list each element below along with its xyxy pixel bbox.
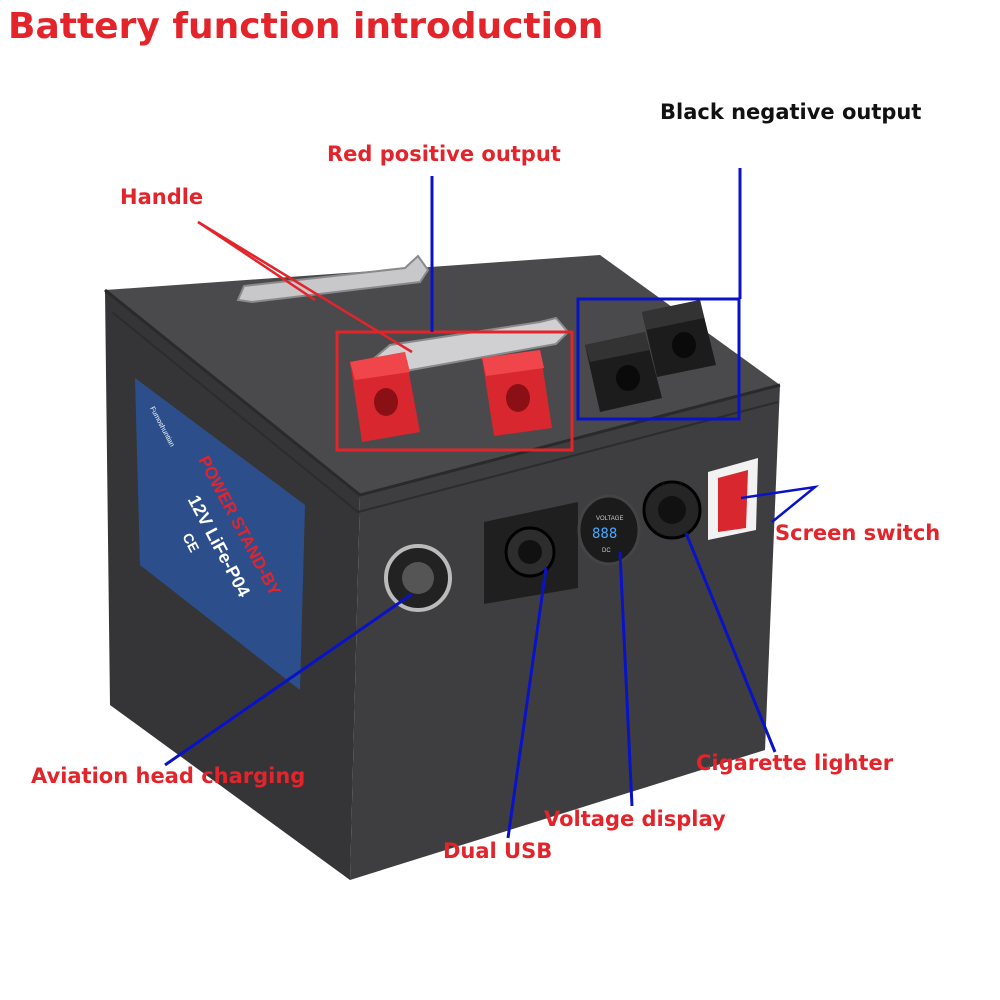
battery-top-face <box>105 255 780 495</box>
leader-cigarette-lighter <box>684 532 777 753</box>
black-terminal-box <box>576 297 741 421</box>
usb-panel <box>484 502 578 604</box>
label-black-negative-output: Black negative output <box>660 100 922 124</box>
leader-aviation-head <box>164 592 413 767</box>
black-terminal-right <box>642 300 716 377</box>
leader-voltage-display <box>618 551 634 807</box>
leader-screen-switch <box>740 485 820 523</box>
voltmeter: VOLTAGE 888 DC <box>577 494 641 566</box>
label-handle: Handle <box>120 185 204 209</box>
voltmeter-top-text: VOLTAGE <box>596 516 623 522</box>
red-terminal-right <box>482 350 552 436</box>
red-terminal-box <box>335 330 574 452</box>
leader-lines <box>164 168 820 839</box>
aviation-connector <box>384 544 452 612</box>
label-screen-switch: Screen switch <box>775 521 941 545</box>
label-cigarette-lighter: Cigarette lighter <box>696 751 894 775</box>
voltmeter-digits: 888 <box>592 526 617 542</box>
cigarette-lighter-socket <box>642 480 702 540</box>
leader-handle-front <box>197 220 413 354</box>
leader-dual-usb <box>506 567 548 839</box>
black-terminal-left <box>585 332 662 412</box>
battery-sticker <box>135 378 305 690</box>
red-terminal-left <box>350 352 420 442</box>
label-dual-usb: Dual USB <box>443 839 553 863</box>
label-voltage-display: Voltage display <box>544 807 726 831</box>
handle-back <box>236 254 430 304</box>
label-aviation-head-charging: Aviation head charging <box>31 764 306 788</box>
voltmeter-bottom-text: DC <box>602 548 611 554</box>
page-title: Battery function introduction <box>8 6 604 47</box>
screen-switch <box>708 458 758 540</box>
label-red-positive-output: Red positive output <box>327 142 561 166</box>
